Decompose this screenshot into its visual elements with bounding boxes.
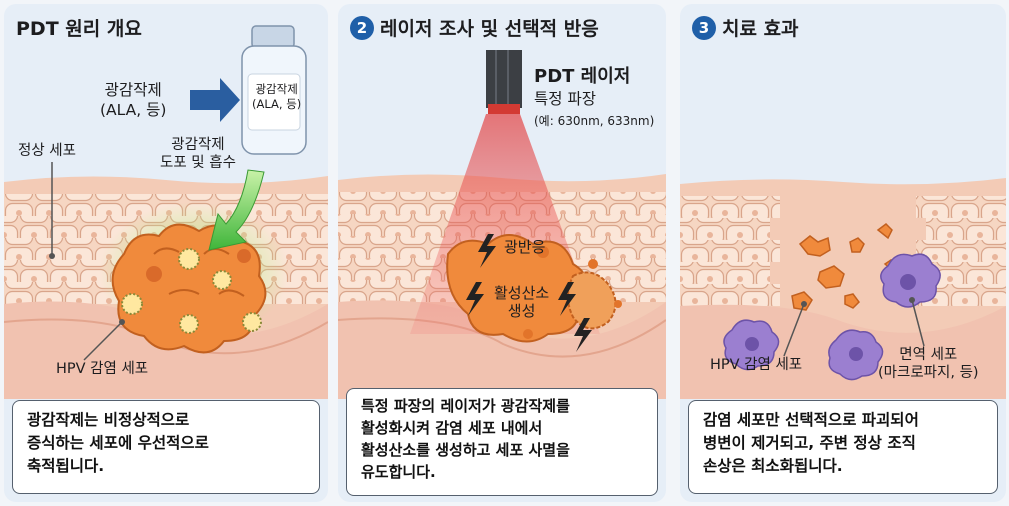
photosensitizer-label: 광감작제 (ALA, 등) — [100, 81, 167, 119]
caption-box: 광감작제는 비정상적으로 증식하는 세포에 우선적으로 축적됩니다. — [12, 400, 320, 494]
virus-icon — [178, 248, 200, 270]
step-number: 2 — [350, 16, 374, 40]
arrow-right-icon — [190, 78, 240, 122]
lightning-icon — [574, 318, 592, 352]
virus-icon — [242, 312, 262, 332]
lightning-icon — [478, 234, 496, 268]
hpv-cell-label: HPV 감염 세포 — [56, 361, 149, 377]
panel-title: PDT 원리 개요 — [16, 18, 142, 40]
arrow-down-icon — [208, 169, 265, 251]
hpv-cell-label: HPV 감염 세포 — [710, 357, 803, 373]
immune-cell-label: 면역 세포 (마크로파지, 등) — [878, 347, 979, 381]
overview-illustration — [4, 25, 328, 399]
laser-example: (예: 630nm, 633nm) — [534, 114, 655, 128]
bottle-label: 광감작제 (ALA, 등) — [252, 82, 302, 111]
laser-illustration — [338, 50, 666, 399]
virus-icon — [212, 270, 232, 290]
laser-wavelength: 특정 파장 — [534, 90, 596, 108]
caption-box: 감염 세포만 선택적으로 파괴되어 병변이 제거되고, 주변 정상 조직 손상은… — [688, 400, 998, 494]
ros-label: 활성산소 생성 — [494, 284, 550, 320]
caption-box: 특정 파장의 레이저가 광감작제를 활성화시켜 감염 세포 내에서 활성산소를 … — [346, 388, 658, 496]
panel-overview: PDT 원리 개요 광감작제 (ALA, 등) 광감작제 (ALA, 등) 광감… — [4, 4, 328, 502]
application-label: 광감작제 도포 및 흡수 — [160, 137, 236, 171]
immune-cells — [723, 253, 941, 381]
photoreaction-label: 광반응 — [504, 238, 546, 256]
laser-title: PDT 레이저 — [534, 66, 631, 87]
virus-icon — [179, 314, 199, 334]
infected-cell-cluster — [111, 223, 267, 354]
step-number: 3 — [692, 16, 716, 40]
lightning-icon — [558, 282, 576, 316]
reacting-cells — [446, 234, 622, 343]
result-illustration — [680, 178, 1006, 399]
laser-device-icon — [486, 50, 522, 114]
bottle-icon — [241, 25, 307, 155]
virus-icon — [121, 293, 143, 315]
lightning-icon — [466, 282, 484, 316]
normal-cell-label: 정상 세포 — [18, 143, 76, 159]
